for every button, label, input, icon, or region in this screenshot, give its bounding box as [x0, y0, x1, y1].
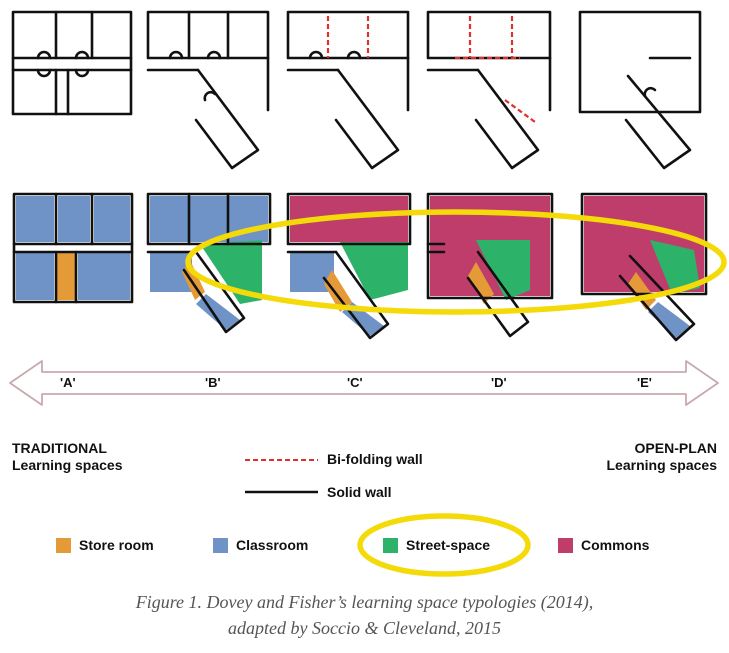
- space-plan-a: [12, 192, 134, 304]
- stage-label-a: 'A': [60, 375, 76, 390]
- legend-street-space: Street-space: [383, 537, 490, 553]
- stage-label-d: 'D': [491, 375, 507, 390]
- stage-label-b: 'B': [205, 375, 221, 390]
- bifolding-wall-label: Bi-folding wall: [327, 451, 423, 467]
- classroom-label: Classroom: [236, 537, 309, 553]
- commons-swatch: [558, 537, 573, 553]
- street-space-highlight: [185, 209, 727, 315]
- space-plan-b: [146, 192, 272, 334]
- classroom-swatch: [213, 537, 228, 553]
- open-plan-subtitle: Learning spaces: [606, 457, 718, 473]
- store-room-label: Store room: [79, 537, 154, 553]
- traditional-subtitle: Learning spaces: [12, 457, 123, 473]
- legend-commons: Commons: [558, 537, 649, 553]
- commons-label: Commons: [581, 537, 650, 553]
- plan-e-walls: [578, 10, 702, 170]
- street-space-swatch: [383, 537, 398, 553]
- open-plan-title: OPEN-PLAN: [634, 440, 717, 456]
- plan-b-walls: [146, 10, 270, 170]
- street-space-label: Street-space: [406, 537, 491, 553]
- traditional-to-open-arrow: [9, 360, 719, 406]
- traditional-title: TRADITIONAL: [12, 440, 107, 456]
- store-room-swatch: [56, 537, 71, 553]
- legend-highlight: [357, 513, 531, 577]
- plan-c-walls: [286, 10, 410, 170]
- legend-store-room: Store room: [56, 537, 154, 553]
- legend-classroom: Classroom: [213, 537, 308, 553]
- plan-d-walls: [426, 10, 552, 170]
- stage-label-c: 'C': [347, 375, 363, 390]
- open-plan-label: OPEN-PLAN Learning spaces: [607, 440, 718, 474]
- stage-label-e: 'E': [637, 375, 652, 390]
- space-plan-e: [580, 192, 708, 342]
- traditional-label: TRADITIONAL Learning spaces: [12, 440, 123, 474]
- solid-wall-label: Solid wall: [327, 484, 392, 500]
- plan-a-walls: [11, 10, 133, 116]
- figure-caption-line-1: Figure 1. Dovey and Fisher’s learning sp…: [135, 592, 594, 612]
- figure-caption-line-2: adapted by Soccio & Cleveland, 2015: [228, 618, 501, 638]
